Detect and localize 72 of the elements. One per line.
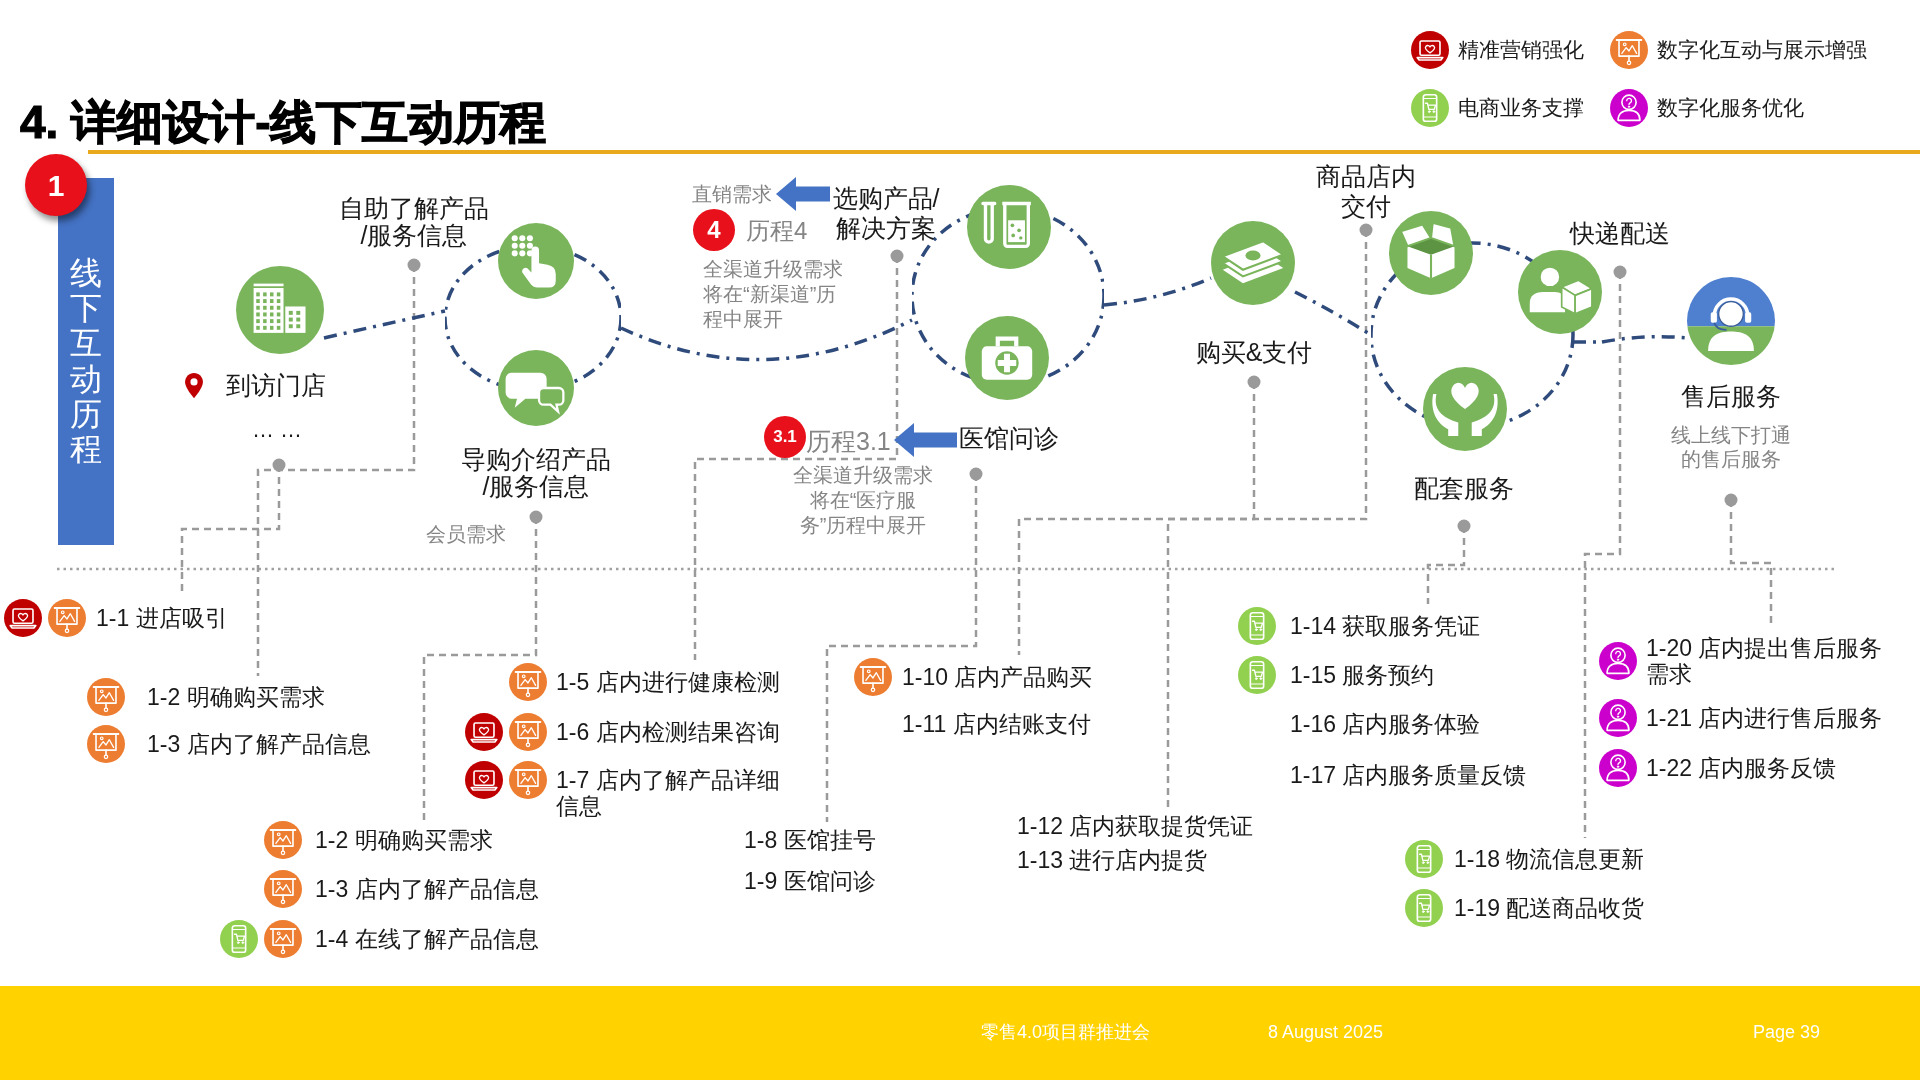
stage-label: 配套服务 [1414, 473, 1514, 503]
leader-line [825, 467, 983, 822]
legend-text: 电商业务支撑 [1458, 96, 1584, 120]
step-text: 1-22 店内服务反馈 [1646, 755, 1837, 781]
step-text: 1-11 店内结账支付 [902, 711, 1091, 737]
leader-line [1583, 265, 1627, 838]
number-badge: 1 [25, 154, 87, 216]
headset-agent-icon [1687, 277, 1775, 365]
stage-label: 选购产品/解决方案 [831, 183, 941, 243]
note-text: 全渠道升级需求将在“医疗服务”历程中展开 [792, 463, 934, 538]
step-text: 1-14 获取服务凭证 [1290, 613, 1481, 639]
stage-label: 商品店内交付 [1315, 161, 1417, 221]
step-text: 1-8 医馆挂号 [744, 827, 876, 853]
leader-line [1426, 519, 1471, 604]
block-arrow [776, 177, 830, 211]
step-text: 1-17 店内服务质量反馈 [1290, 762, 1527, 788]
step-text: 1-4 在线了解产品信息 [315, 926, 539, 952]
step-text: 1-15 服务预约 [1290, 662, 1435, 688]
stage-label: 售后服务 [1681, 381, 1781, 411]
legend-text: 数字化服务优化 [1657, 96, 1804, 120]
cash-stack-icon [1211, 221, 1295, 305]
note-text: 线上线下打通的售后服务 [1670, 423, 1792, 471]
stage-label: 医馆问诊 [959, 423, 1059, 453]
step-text: 1-3 店内了解产品信息 [147, 731, 371, 757]
leader-line [1017, 375, 1261, 655]
journey-ref-label: 历程4 [746, 216, 808, 246]
step-text: 1-12 店内获取提货凭证 [1017, 813, 1254, 839]
step-text: 1-7 店内了解产品详细信息 [556, 767, 781, 819]
step-text: 1-2 明确购买需求 [315, 827, 493, 853]
step-text: 1-2 明确购买需求 [147, 684, 325, 710]
stage-label: 到访门店 [226, 370, 326, 400]
step-text: 1-19 配送商品收货 [1454, 895, 1645, 921]
step-text: 1-1 进店吸引 [96, 605, 228, 631]
stage-label: 自助了解产品/服务信息 [338, 195, 490, 249]
step-text: 1-3 店内了解产品信息 [315, 876, 539, 902]
leader-line [693, 249, 904, 660]
number-badge: 4 [693, 209, 735, 251]
footer-text: 8 August 2025 [1268, 1021, 1384, 1043]
step-text: 1-10 店内产品购买 [902, 664, 1093, 690]
stage-label: 快递配送 [1570, 218, 1670, 248]
step-text: 1-16 店内服务体验 [1290, 711, 1481, 737]
step-text: 1-20 店内提出售后服务需求 [1646, 635, 1884, 687]
stage-label: 导购介绍产品/服务信息 [460, 446, 612, 500]
band-title: 线下互动历程 [70, 255, 102, 468]
connector-line [1103, 276, 1212, 307]
journey-ref-label: 历程3.1 [806, 426, 891, 456]
connector-line [620, 318, 913, 362]
note-text: 直销需求 [692, 182, 772, 207]
step-text: 1-13 进行店内提货 [1017, 847, 1208, 873]
note-text: 会员需求 [426, 522, 507, 547]
step-text: 1-18 物流信息更新 [1454, 846, 1645, 872]
legend-text: 数字化互动与展示增强 [1657, 38, 1867, 62]
leader-line [1724, 493, 1773, 625]
footer-text: 零售4.0项目群推进会 [981, 1021, 1151, 1043]
stage-label: 购买&支付 [1195, 337, 1313, 367]
step-text: 1-9 医馆问诊 [744, 868, 876, 894]
legend-text: 精准营销强化 [1458, 38, 1584, 62]
block-arrow [894, 423, 957, 457]
leader-line [256, 258, 421, 676]
page-title: 4. 详细设计-线下互动历程 [20, 97, 547, 147]
ellipsis-text: … … [252, 417, 303, 443]
step-text: 1-6 店内检测结果咨询 [556, 719, 780, 745]
step-text: 1-21 店内进行售后服务 [1646, 705, 1883, 731]
leader-line [422, 510, 543, 822]
step-text: 1-5 店内进行健康检测 [556, 669, 780, 695]
connector-line [1601, 334, 1688, 344]
note-text: 全渠道升级需求将在“新渠道”历程中展开 [703, 257, 844, 332]
connector-line [323, 309, 446, 340]
leader-line [1166, 223, 1373, 808]
number-badge: 3.1 [764, 416, 806, 458]
building-icon [236, 266, 324, 354]
footer-text: Page 39 [1753, 1021, 1821, 1043]
